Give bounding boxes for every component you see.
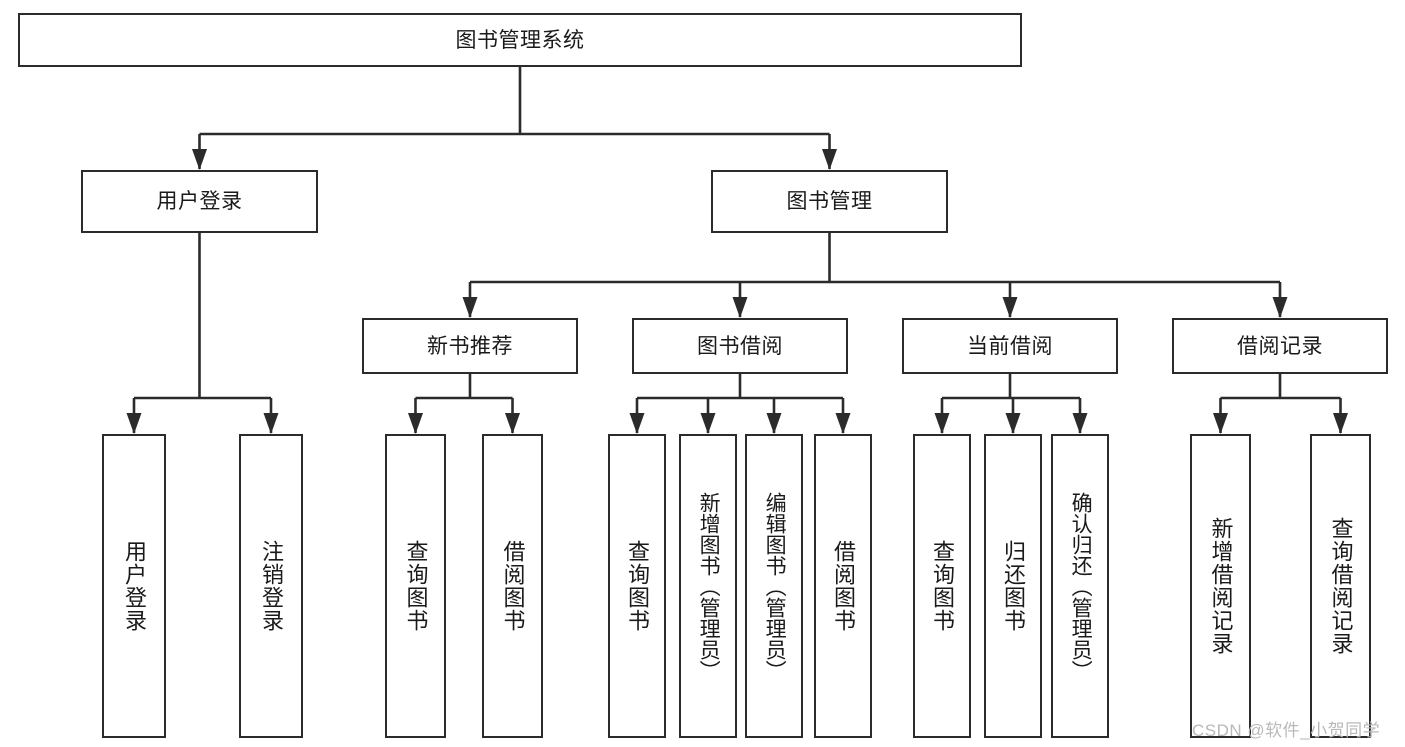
node-newrec[interactable]: 新书推荐 [362, 318, 578, 374]
arrow-head-icon [835, 413, 851, 434]
node-label: 新增图书（管理员） [697, 491, 721, 681]
node-label: 归还图书 [1000, 540, 1026, 632]
node-l-conf[interactable]: 确认归还（管理员） [1051, 434, 1109, 738]
node-l-addrec[interactable]: 新增借阅记录 [1190, 434, 1251, 738]
node-root[interactable]: 图书管理系统 [18, 13, 1022, 67]
node-records[interactable]: 借阅记录 [1172, 318, 1388, 374]
node-borrow[interactable]: 图书借阅 [632, 318, 848, 374]
node-bookmgmt[interactable]: 图书管理 [711, 170, 948, 233]
node-l-b2[interactable]: 借阅图书 [814, 434, 872, 738]
arrow-head-icon [1333, 413, 1348, 434]
node-label: 图书管理 [786, 190, 873, 213]
node-label: 图书管理系统 [455, 28, 585, 52]
node-label: 编辑图书（管理员） [763, 491, 787, 681]
node-current[interactable]: 当前借阅 [902, 318, 1118, 374]
node-label: 用户登录 [156, 190, 243, 213]
node-label: 注销登录 [258, 540, 284, 632]
arrow-head-icon [126, 413, 142, 434]
arrow-head-icon [629, 413, 645, 434]
arrow-head-icon [408, 413, 423, 434]
node-label: 图书借阅 [697, 334, 783, 358]
arrow-head-icon [934, 413, 950, 434]
arrow-head-icon [192, 149, 207, 170]
arrow-head-icon [1072, 413, 1088, 434]
node-l-ret[interactable]: 归还图书 [984, 434, 1042, 738]
node-login[interactable]: 用户登录 [81, 170, 318, 233]
arrow-head-icon [1005, 413, 1021, 434]
arrow-head-icon [1002, 297, 1018, 318]
node-label: 用户登录 [121, 540, 147, 632]
node-label: 新书推荐 [427, 334, 513, 358]
node-l-b1[interactable]: 借阅图书 [482, 434, 543, 738]
node-label: 确认归还（管理员） [1069, 491, 1093, 681]
node-label: 查询图书 [929, 540, 955, 632]
node-label: 借阅图书 [830, 540, 856, 632]
arrow-head-icon [766, 413, 782, 434]
arrow-head-icon [263, 413, 279, 434]
node-l-edit[interactable]: 编辑图书（管理员） [745, 434, 803, 738]
node-label: 查询图书 [624, 540, 650, 632]
node-l-add[interactable]: 新增图书（管理员） [679, 434, 737, 738]
node-l-q2[interactable]: 查询图书 [608, 434, 666, 738]
node-label: 借阅记录 [1237, 334, 1323, 358]
node-label: 查询借阅记录 [1328, 517, 1354, 655]
arrow-head-icon [732, 297, 748, 318]
arrow-head-icon [1213, 413, 1228, 434]
arrow-head-icon [505, 413, 520, 434]
arrow-head-icon [822, 149, 837, 170]
node-label: 新增借阅记录 [1208, 517, 1234, 655]
node-l-q1[interactable]: 查询图书 [385, 434, 446, 738]
node-l-login[interactable]: 用户登录 [102, 434, 166, 738]
arrow-head-icon [1272, 297, 1288, 318]
node-l-logout[interactable]: 注销登录 [239, 434, 303, 738]
arrow-head-icon [700, 413, 716, 434]
arrow-head-icon [462, 297, 478, 318]
watermark-text: CSDN @软件_小贺同学 [1192, 721, 1381, 740]
node-label: 当前借阅 [967, 334, 1053, 358]
node-l-q3[interactable]: 查询图书 [913, 434, 971, 738]
node-l-qrec[interactable]: 查询借阅记录 [1310, 434, 1371, 738]
node-label: 查询图书 [403, 540, 429, 632]
node-label: 借阅图书 [500, 540, 526, 632]
